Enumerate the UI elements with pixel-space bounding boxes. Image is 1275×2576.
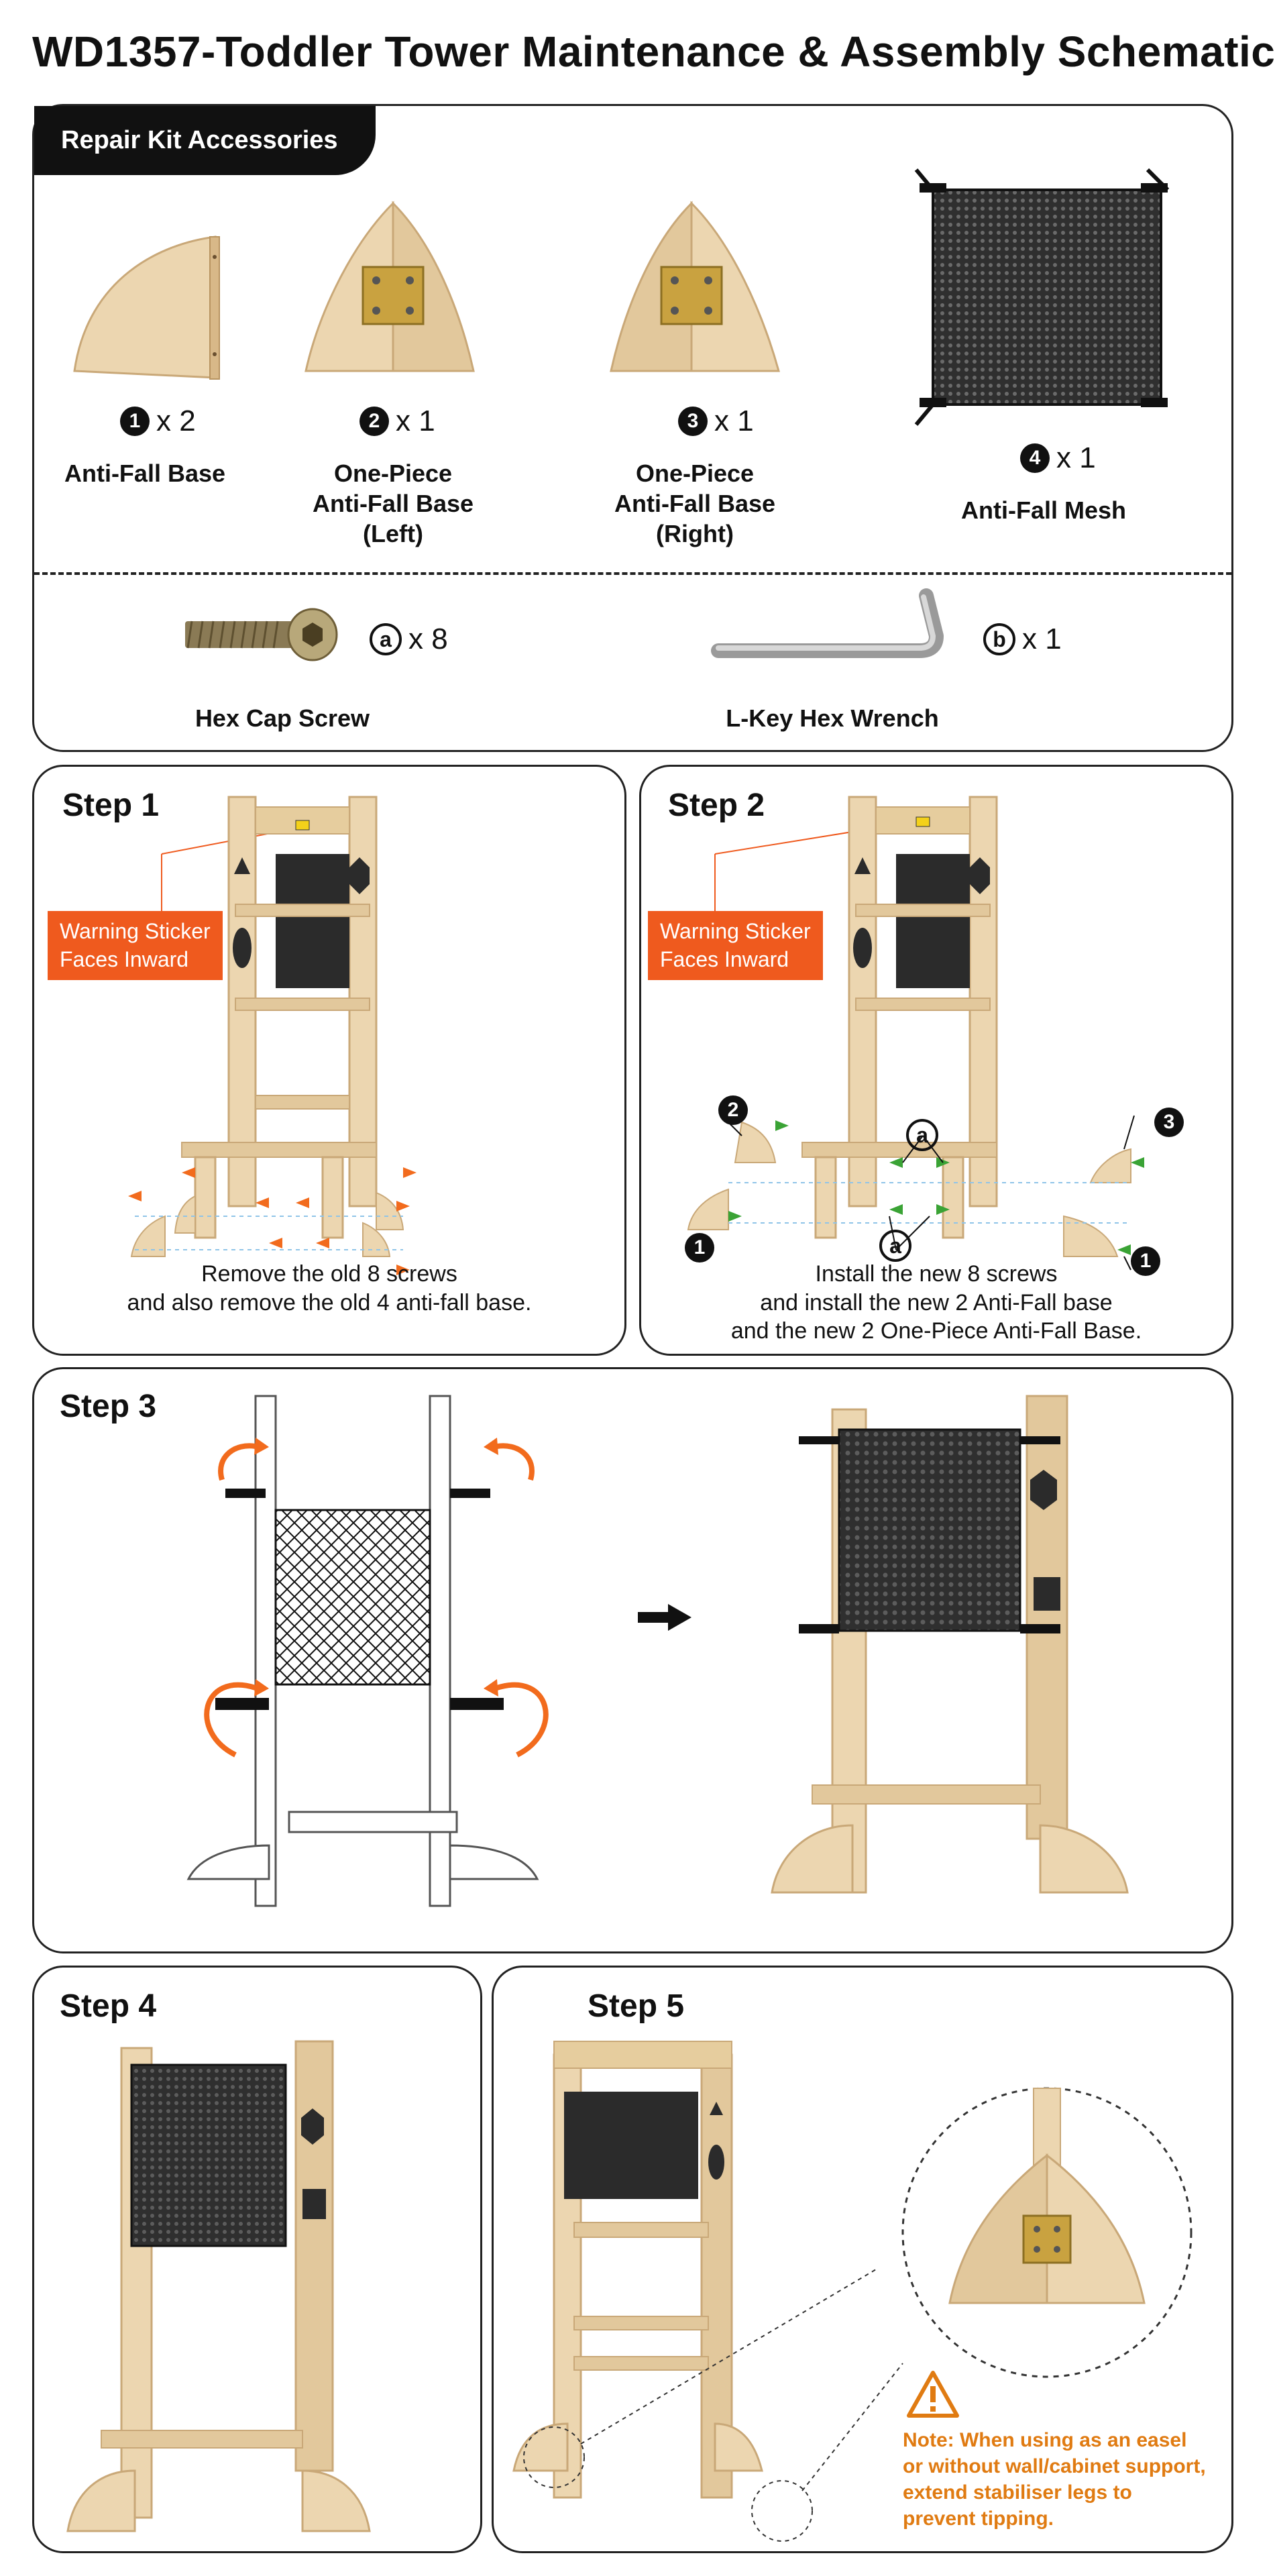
- step-4-title: Step 4: [60, 1988, 157, 2024]
- hex-cap-screw-image: [185, 608, 338, 661]
- step-2-panel: Step 2 Warning Sticker Faces Inward: [639, 765, 1233, 1356]
- kit-item-4-qty-text: x 1: [1056, 441, 1096, 474]
- step-1-caption-line2: and also remove the old 4 anti-fall base…: [127, 1289, 532, 1316]
- kit-item-3-label-line1: One-Piece: [635, 460, 755, 487]
- step-2-warning-label: Warning Sticker Faces Inward: [648, 911, 823, 981]
- step-2-callout-3: 3: [1154, 1108, 1184, 1137]
- step-4-tower-illustration: [66, 2040, 371, 2532]
- kit-item-2-label-line3: (Left): [363, 520, 423, 547]
- step-5-note-line4: prevent tipping.: [903, 2508, 1054, 2530]
- tool-a-badge: a: [370, 623, 402, 655]
- kit-item-3-badge: 3: [678, 407, 708, 436]
- step-5-tower-illustration: [512, 2041, 903, 2542]
- step-1-panel: Step 1 Warning Sticker Faces Inward: [32, 765, 626, 1356]
- kit-item-2-label-line1: One-Piece: [333, 460, 453, 487]
- kit-item-4-label: Anti-Fall Mesh: [960, 496, 1126, 524]
- step-2-warning-line1: Warning Sticker: [660, 919, 811, 943]
- step-5-note-line1: Note: When using as an easel: [903, 2429, 1187, 2451]
- one-piece-base-right-image: [610, 201, 780, 372]
- step-5-note-line3: extend stabiliser legs to: [903, 2481, 1132, 2504]
- tool-a-label: Hex Cap Screw: [195, 704, 370, 732]
- step-3-mesh-strap-diagram: [186, 1395, 549, 1907]
- kit-item-4-badge: 4: [1020, 443, 1050, 473]
- step-5-note-line2: or without wall/cabinet support,: [903, 2455, 1206, 2477]
- tool-b-badge: b: [983, 623, 1015, 655]
- kit-item-3-qty-text: x 1: [714, 405, 754, 437]
- step-5-title: Step 5: [588, 1988, 685, 2024]
- step-2-caption-line2: and install the new 2 Anti-Fall base: [760, 1289, 1113, 1316]
- page-title: WD1357-Toddler Tower Maintenance & Assem…: [32, 28, 1275, 76]
- step-2-title: Step 2: [668, 788, 765, 823]
- step-2-caption-line1: Install the new 8 screws: [815, 1261, 1058, 1287]
- step-5-panel: Step 5 Note: When using as an easel or w…: [492, 1966, 1233, 2553]
- kit-item-3-label-line3: (Right): [656, 520, 734, 547]
- step-1-warning-line2: Faces Inward: [60, 947, 189, 971]
- kit-item-1-qty-text: x 2: [156, 405, 196, 437]
- step-2-tower-illustration: [687, 796, 1144, 1271]
- anti-fall-base-image: [73, 235, 220, 380]
- step-1-warning-line1: Warning Sticker: [60, 919, 211, 943]
- step-1-caption-line1: Remove the old 8 screws: [201, 1261, 457, 1287]
- step-2-warning-line2: Faces Inward: [660, 947, 789, 971]
- tool-a-qty-text: x 8: [408, 623, 448, 655]
- step-2-callout-1-left: 1: [685, 1233, 714, 1263]
- step-2-callout-a-bottom: a: [879, 1230, 911, 1262]
- hex-wrench-image: [711, 588, 944, 658]
- kit-item-2-label: One-Piece Anti-Fall Base (Left): [289, 458, 497, 549]
- step-2-callout-a-top: a: [906, 1119, 938, 1151]
- kit-item-2-label-line2: Anti-Fall Base: [312, 490, 474, 517]
- step-2-caption-line3: and the new 2 One-Piece Anti-Fall Base.: [730, 1318, 1142, 1344]
- step-4-panel: Step 4: [32, 1966, 482, 2553]
- warning-triangle-icon: [907, 2371, 959, 2418]
- step-2-callout-2: 2: [718, 1095, 748, 1125]
- anti-fall-mesh-image: [914, 168, 1170, 426]
- step-3-title: Step 3: [60, 1389, 157, 1424]
- kit-item-2-qty-text: x 1: [396, 405, 435, 437]
- one-piece-base-left-image: [304, 201, 475, 372]
- kit-item-2-badge: 2: [359, 407, 389, 436]
- step-5-safety-note: Note: When using as an easel or without …: [903, 2427, 1206, 2532]
- kit-item-3-label: One-Piece Anti-Fall Base (Right): [591, 458, 799, 549]
- tool-b-qty-text: x 1: [1022, 623, 1062, 655]
- step-1-caption: Remove the old 8 screws and also remove …: [34, 1260, 624, 1317]
- kit-divider: [34, 572, 1231, 575]
- tool-b-label: L-Key Hex Wrench: [726, 704, 939, 732]
- step-3-next-arrow-icon: [638, 1604, 691, 1631]
- step-2-caption: Install the new 8 screws and install the…: [641, 1260, 1231, 1346]
- kit-item-1-label: Anti-Fall Base: [64, 460, 226, 487]
- kit-item-1-badge: 1: [120, 407, 150, 436]
- kit-item-3-label-line2: Anti-Fall Base: [614, 490, 776, 517]
- repair-kit-tab: Repair Kit Accessories: [34, 106, 376, 175]
- step-1-title: Step 1: [62, 788, 160, 823]
- step-3-assembled-tower: [771, 1395, 1129, 1894]
- step-1-tower-illustration: [128, 796, 417, 1275]
- step-2-callout-1-right: 1: [1131, 1246, 1160, 1276]
- step-5-zoom-detail: [901, 2087, 1193, 2378]
- step-1-warning-label: Warning Sticker Faces Inward: [48, 911, 223, 981]
- step-3-panel: Step 3: [32, 1367, 1233, 1953]
